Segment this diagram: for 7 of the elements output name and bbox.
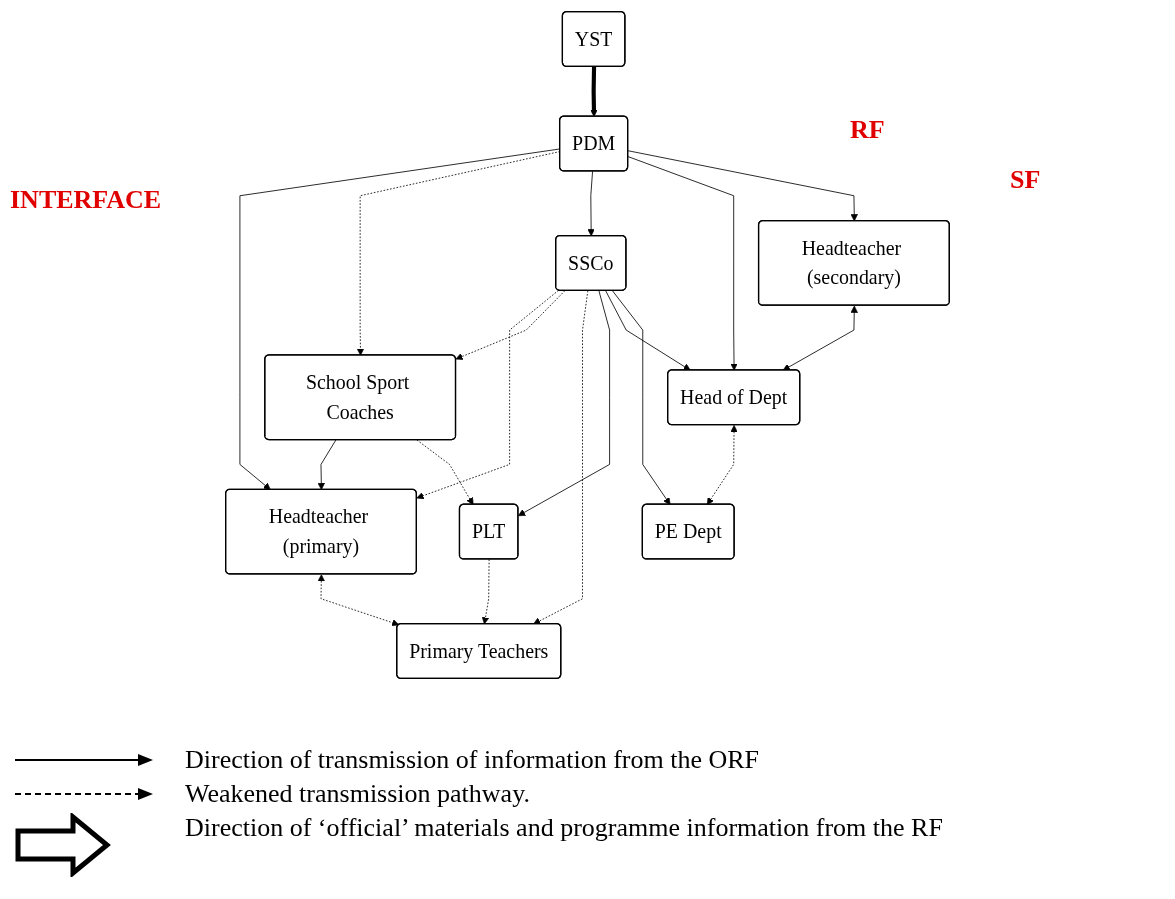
legend-text: Direction of ‘official’ materials and programme information from the RF — [185, 813, 943, 843]
legend-text: Direction of transmission of information from the ORF — [185, 745, 760, 775]
legend-text: Weakened transmission pathway. — [185, 779, 530, 809]
arrow — [590, 66, 598, 117]
region-label: SF — [1010, 165, 1041, 195]
region-label: RF — [850, 115, 885, 145]
region-label: INTERFACE — [10, 185, 162, 215]
